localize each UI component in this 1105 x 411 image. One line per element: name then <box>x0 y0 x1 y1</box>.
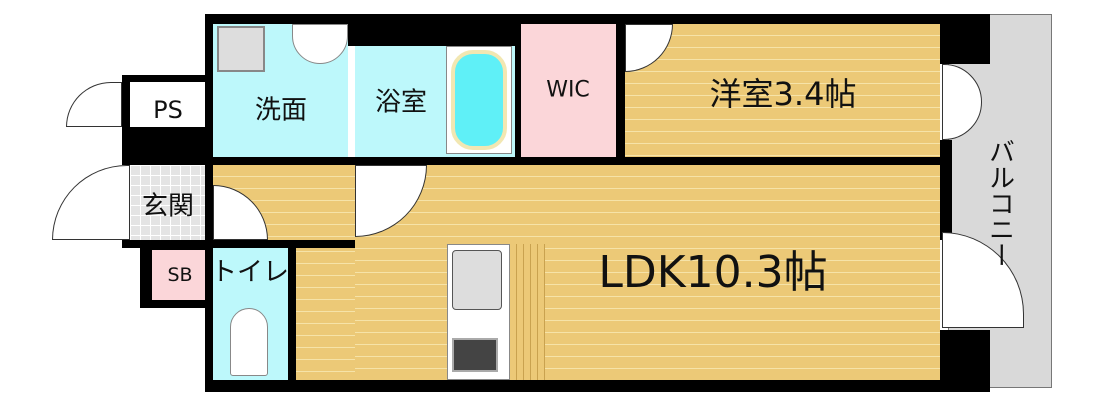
label-bathroom: 浴室 <box>374 87 428 118</box>
label-balcony: バルコニー <box>984 138 1015 268</box>
washer-icon <box>217 26 265 72</box>
entrance <box>130 165 205 240</box>
wall-right-mid <box>940 140 952 240</box>
sink-icon <box>452 250 502 310</box>
wall-toilet <box>288 248 296 380</box>
wall-left <box>205 14 213 392</box>
stove-icon <box>452 338 498 372</box>
wall-middle <box>122 157 952 165</box>
wall-top <box>205 14 990 24</box>
label-shoebox: SB <box>167 264 193 286</box>
front-door[interactable] <box>52 165 130 240</box>
ps-inner <box>130 82 205 127</box>
wall-hall <box>122 240 355 248</box>
label-ps: PS <box>153 96 183 124</box>
wall-right-bottom <box>940 330 990 392</box>
label-toilet: トイレ <box>210 257 290 288</box>
wall-bath <box>348 24 520 46</box>
label-ldk: LDK10.3帖 <box>598 247 828 298</box>
bathtub-basin <box>451 50 507 150</box>
label-western-room: 洋室3.4帖 <box>709 75 857 113</box>
label-washroom: 洗面 <box>254 95 308 126</box>
shoebox <box>152 250 205 300</box>
ldk-lower <box>295 240 355 380</box>
wic <box>521 24 616 157</box>
ps-door[interactable] <box>66 82 122 127</box>
label-wic: WIC <box>546 77 590 103</box>
wall-bottom <box>205 380 990 392</box>
kitchen-shelf <box>510 244 545 380</box>
toilet-icon <box>230 308 268 376</box>
label-entrance: 玄関 <box>141 191 195 222</box>
wall-wic <box>515 24 521 160</box>
wall-right <box>940 14 990 64</box>
western-room <box>625 24 940 157</box>
wall-wic-right <box>616 24 625 160</box>
